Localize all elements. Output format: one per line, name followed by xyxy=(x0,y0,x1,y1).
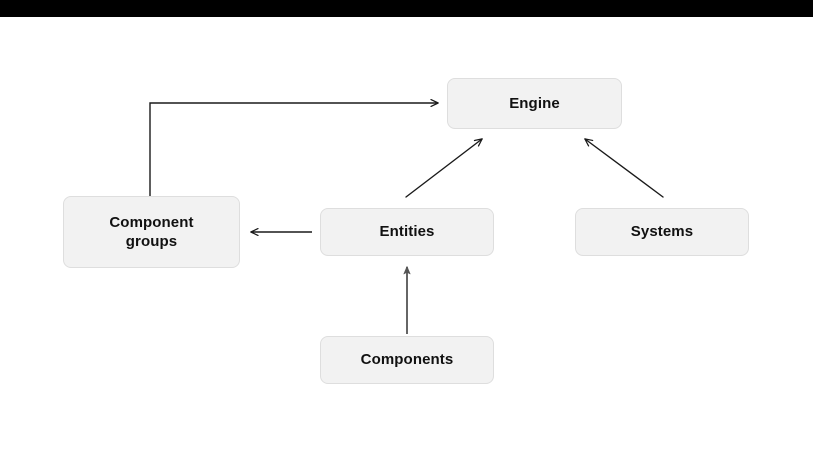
node-component-groups-label: Component groups xyxy=(109,213,194,250)
node-systems-label: Systems xyxy=(630,223,694,241)
node-components[interactable]: Components xyxy=(320,336,494,384)
node-components-label: Components xyxy=(360,351,454,369)
node-component-groups[interactable]: Component groups xyxy=(63,196,240,268)
node-entities-label: Entities xyxy=(379,223,435,241)
node-engine-label: Engine xyxy=(509,94,560,112)
node-entities[interactable]: Entities xyxy=(320,208,494,256)
node-engine[interactable]: Engine xyxy=(447,78,622,129)
node-systems[interactable]: Systems xyxy=(575,208,749,256)
top-black-bar xyxy=(0,0,813,17)
